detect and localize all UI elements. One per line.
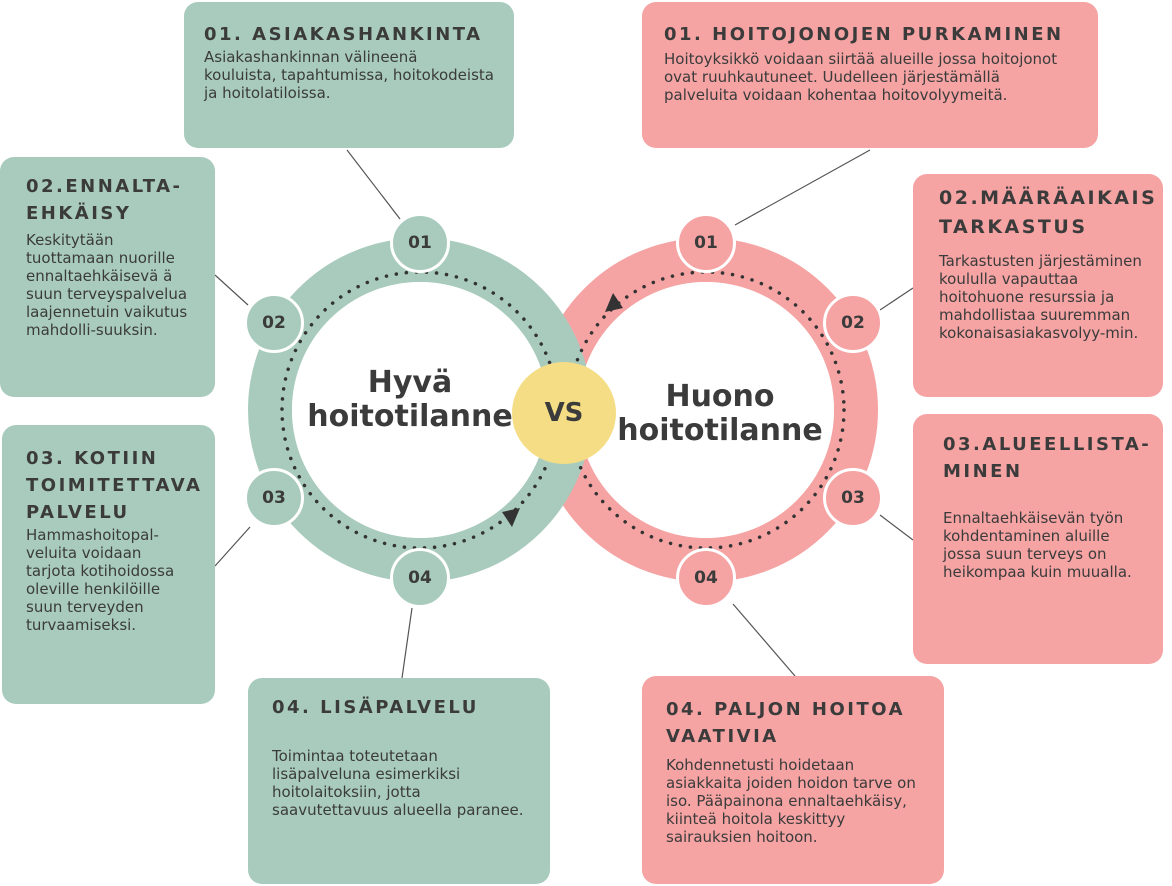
box-title: 02.MÄÄRÄAIKAIS TARKASTUS [939,187,1158,238]
connector-line [346,149,401,220]
pink-step-04: 04 [676,548,736,608]
box-title: 04. LISÄPALVELU [272,697,479,718]
connector-line [734,149,871,226]
pink-box-intensive-care: 04. PALJON HOITOA VAATIVIA Kohdennetusti… [642,676,944,884]
pink-arrow-head [605,293,623,312]
green-step-01: 01 [390,213,450,273]
pink-box-regionalization: 03.ALUEELLISTA-MINEN Ennaltaehkäisevän t… [913,414,1163,664]
box-text: Keskitytään tuottamaan nuorille ennaltae… [26,231,188,339]
box-text: Hoitoyksikkö voidaan siirtää alueille jo… [664,50,1058,104]
connector-line [214,274,249,306]
box-title: 03. KOTIIN TOIMITETTAVA PALVELU [26,448,203,523]
green-ring-inner [292,282,548,538]
green-step-02: 02 [244,293,304,353]
green-step-03: 03 [244,468,304,528]
connector-lines [214,149,914,679]
box-title: 01. HOITOJONOJEN PURKAMINEN [664,24,1064,45]
connector-line [214,526,251,567]
box-title: 03.ALUEELLISTA-MINEN [943,434,1152,482]
box-text: Ennaltaehkäisevän työn kohdentaminen alu… [943,509,1132,581]
connector-line [401,607,413,679]
box-text: Hammashoitopal-veluita voidaan tarjota k… [26,526,175,634]
green-box-additional-service: 04. LISÄPALVELU Toimintaa toteutetaan li… [248,678,550,884]
green-box-customer-acquisition: 01. ASIAKASHANKINTA Asiakashankinnan väl… [184,2,514,148]
box-text: Asiakashankinnan välineenä kouluista, ta… [204,48,494,102]
box-title: 01. ASIAKASHANKINTA [204,24,483,45]
box-title: 04. PALJON HOITOA VAATIVIA [666,699,906,747]
connector-line [879,287,914,311]
pink-box-periodic-check: 02.MÄÄRÄAIKAIS TARKASTUS Tarkastusten jä… [913,174,1163,397]
pink-step-01: 01 [676,213,736,273]
box-text: Toimintaa toteutetaan lisäpalveluna esim… [272,747,524,819]
green-box-prevention: 02.ENNALTA-EHKÄISY Keskitytään tuottamaa… [0,157,215,397]
bad-situation-label: Huono hoitotilanne [617,379,823,448]
connector-line [732,603,796,677]
pink-step-03: 03 [823,468,883,528]
vs-badge: VS [512,362,616,464]
pink-step-02: 02 [823,293,883,353]
green-step-04: 04 [390,548,450,608]
box-title: 02.ENNALTA-EHKÄISY [26,176,183,224]
pink-box-queue-reduction: 01. HOITOJONOJEN PURKAMINEN Hoitoyksikkö… [642,2,1098,148]
green-box-home-service: 03. KOTIIN TOIMITETTAVA PALVELU Hammasho… [2,425,215,704]
pink-ring-inner [578,282,834,538]
green-arrow-head [502,508,520,527]
box-text: Tarkastusten järjestäminen koululla vapa… [939,252,1142,342]
good-situation-label: Hyvä hoitotilanne [307,365,513,434]
connector-line [879,514,914,541]
box-text: Kohdennetusti hoidetaan asiakkaita joide… [666,756,916,846]
